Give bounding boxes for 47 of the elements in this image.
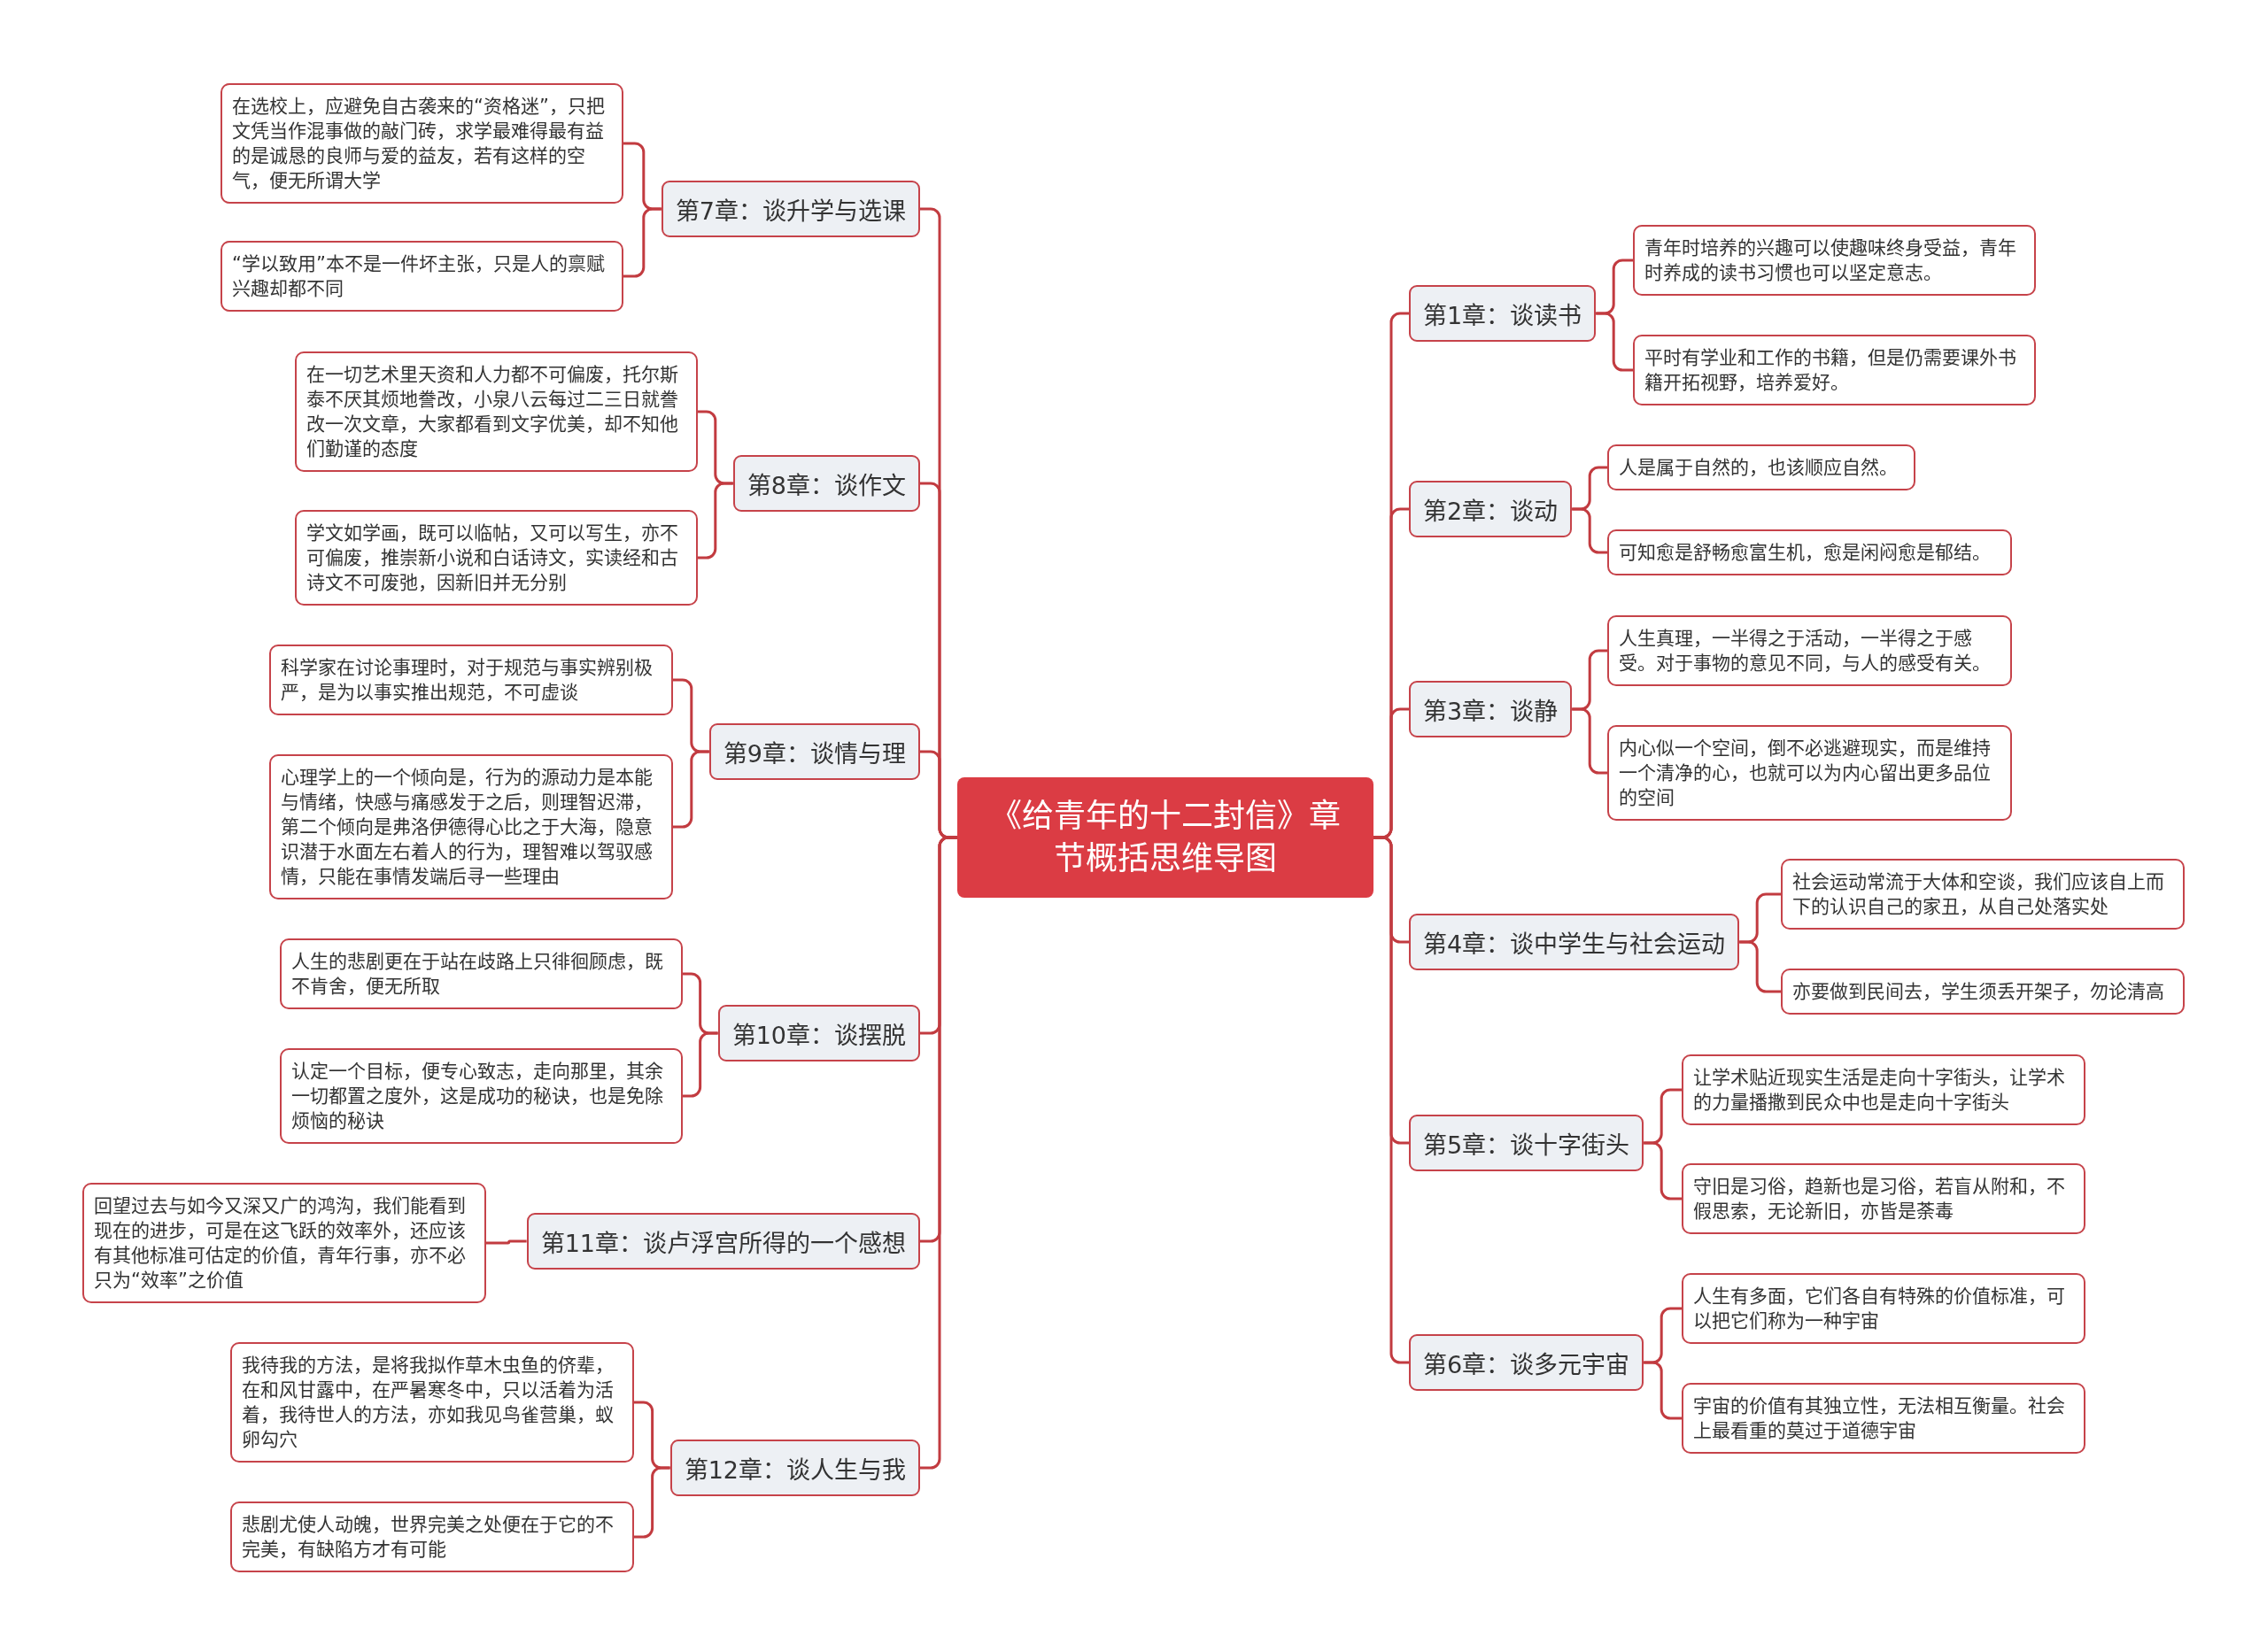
subtopic-note: 宇宙的价值有其独立性，无法相互衡量。社会上最看重的莫过于道德宇宙 bbox=[1682, 1383, 2085, 1454]
connector-line bbox=[1572, 707, 1607, 775]
chapter-topic: 第9章：谈情与理 bbox=[708, 723, 920, 780]
subtopic-note: 人是属于自然的，也该顺应自然。 bbox=[1607, 444, 1915, 490]
chapter-topic: 第3章：谈静 bbox=[1409, 681, 1573, 737]
subtopic-note: 守旧是习俗，趋新也是习俗，若盲从附和，不假思索，无论新旧，亦皆是荼毒 bbox=[1682, 1163, 2085, 1234]
connector-line bbox=[683, 1031, 718, 1098]
subtopic-note: 内心似一个空间，倒不必逃避现实，而是维持一个清净的心，也就可以为内心留出更多品位的空间 bbox=[1607, 725, 2012, 821]
central-topic: 《给青年的十二封信》章节概括思维导图 bbox=[957, 777, 1373, 898]
chapter-topic: 第5章：谈十字街头 bbox=[1409, 1115, 1644, 1171]
chapter-topic: 第8章：谈作文 bbox=[732, 455, 920, 512]
chapter-topic: 第12章：谈人生与我 bbox=[669, 1440, 920, 1496]
chapter-topic: 第2章：谈动 bbox=[1409, 481, 1573, 537]
chapter-topic: 第6章：谈多元宇宙 bbox=[1409, 1334, 1644, 1391]
subtopic-note: 青年时培养的兴趣可以使趣味终身受益，青年时养成的读书习惯也可以坚定意志。 bbox=[1633, 225, 2036, 296]
connector-line bbox=[1572, 507, 1607, 554]
chapter-topic: 第11章：谈卢浮宫所得的一个感想 bbox=[526, 1213, 920, 1270]
subtopic-note: “学以致用”本不是一件坏主张，只是人的禀赋兴趣却都不同 bbox=[221, 241, 623, 312]
subtopic-note: 心理学上的一个倾向是，行为的源动力是本能与情绪，快感与痛感发于之后，则理智迟滞，第二个倾向是弗洛伊德得心比之于大海，隐意识潜于水面左右着人的行为，理智难以驾驭感情，只能在事情发端后寻一些理由 bbox=[269, 754, 673, 899]
chapter-topic: 第10章：谈摆脱 bbox=[717, 1005, 920, 1061]
chapter-topic: 第4章：谈中学生与社会运动 bbox=[1409, 914, 1740, 970]
subtopic-note: 回望过去与如今又深又广的鸿沟，我们能看到现在的进步，可是在这飞跃的效率外，还应该有其他标准可估定的价值，青年行事，亦不必只为“效率”之价值 bbox=[82, 1183, 486, 1303]
connector-line bbox=[1596, 312, 1633, 372]
connector-line bbox=[1644, 1361, 1682, 1420]
chapter-topic: 第1章：谈读书 bbox=[1409, 285, 1597, 342]
subtopic-note: 在选校上，应避免自古袭来的“资格迷”，只把文凭当作混事做的敲门砖，求学最难得最有益的是诚恳的良师与爱的益友，若有这样的空气，便无所谓大学 bbox=[221, 83, 623, 204]
subtopic-note: 社会运动常流于大体和空谈，我们应该自上而下的认识自己的家丑，从自己处落实处 bbox=[1781, 859, 2185, 930]
subtopic-note: 人生的悲剧更在于站在歧路上只徘徊顾虑，既不肯舍，便无所取 bbox=[280, 938, 683, 1009]
subtopic-note: 让学术贴近现实生活是走向十字街头，让学术的力量播撒到民众中也是走向十字街头 bbox=[1682, 1054, 2085, 1125]
subtopic-note: 科学家在讨论事理时，对于规范与事实辨别极严，是为以事实推出规范，不可虚谈 bbox=[269, 645, 673, 715]
connector-line bbox=[673, 750, 709, 829]
connector-line bbox=[623, 207, 662, 278]
subtopic-note: 可知愈是舒畅愈富生机，愈是闲闷愈是郁结。 bbox=[1607, 529, 2012, 575]
connector-line bbox=[486, 1239, 527, 1245]
subtopic-note: 认定一个目标，便专心致志，走向那里，其余一切都置之度外，这是成功的秘诀，也是免除烦恼的秘诀 bbox=[280, 1048, 683, 1144]
chapter-topic: 第7章：谈升学与选课 bbox=[661, 181, 920, 237]
subtopic-note: 平时有学业和工作的书籍，但是仍需要课外书籍开拓视野，培养爱好。 bbox=[1633, 335, 2036, 405]
subtopic-note: 学文如学画，既可以临帖，又可以写生，亦不可偏废，推崇新小说和白话诗文，实读经和古诗文不可废弛，因新旧并无分别 bbox=[295, 510, 698, 606]
subtopic-note: 在一切艺术里天资和人力都不可偏废，托尔斯泰不厌其烦地誊改，小泉八云每过二三日就誊改一次文章，大家都看到文字优美，却不知他们勤谨的态度 bbox=[295, 351, 698, 472]
subtopic-note: 亦要做到民间去，学生须丢开架子，勿论清高 bbox=[1781, 969, 2185, 1015]
connector-line bbox=[1644, 1141, 1682, 1200]
subtopic-note: 我待我的方法，是将我拟作草木虫鱼的侪辈，在和风甘露中，在严暑寒冬中，只以活着为活着，我待世人的方法，亦如我见鸟雀营巢，蚁卵勾穴 bbox=[230, 1342, 634, 1463]
connector-line bbox=[634, 1466, 670, 1539]
subtopic-note: 人生有多面，它们各自有特殊的价值标准，可以把它们称为一种宇宙 bbox=[1682, 1273, 2085, 1344]
subtopic-note: 人生真理，一半得之于活动，一半得之于感受。对于事物的意见不同，与人的感受有关。 bbox=[1607, 615, 2012, 686]
connector-line bbox=[698, 482, 733, 560]
subtopic-note: 悲剧尤使人动魄，世界完美之处便在于它的不完美，有缺陷方才有可能 bbox=[230, 1501, 634, 1572]
